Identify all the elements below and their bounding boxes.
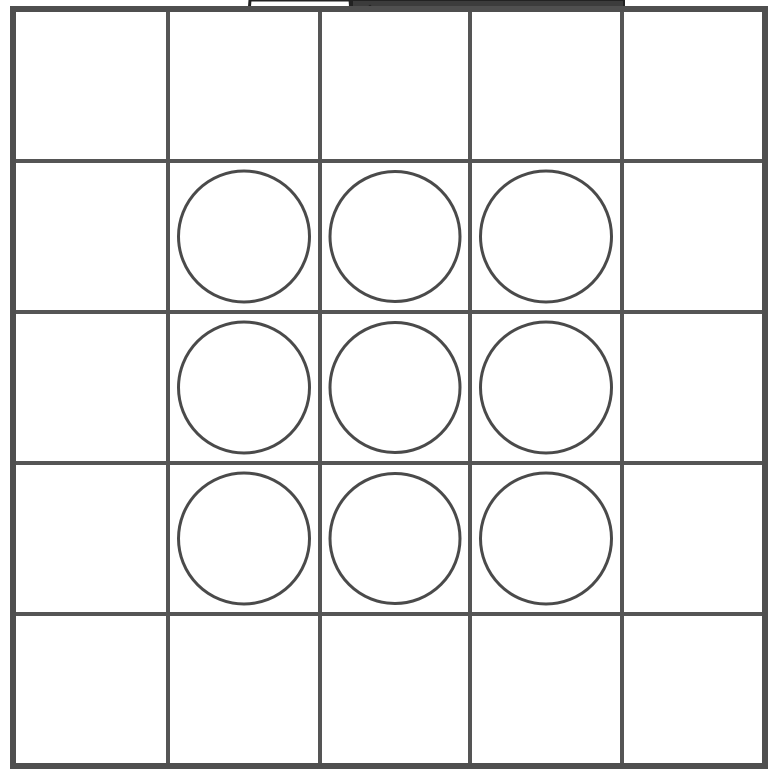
board-cell-r0-c1[interactable] xyxy=(168,9,320,161)
board-cell-r4-c1[interactable] xyxy=(168,614,320,766)
piece-circle-r2-c1[interactable] xyxy=(179,322,310,453)
board-cell-r0-c3[interactable] xyxy=(470,9,622,161)
board-cell-r1-c0[interactable] xyxy=(13,161,168,312)
piece-circle-r2-c2[interactable] xyxy=(330,323,460,453)
piece-circle-r3-c3[interactable] xyxy=(481,473,612,604)
board-cell-r0-c4[interactable] xyxy=(622,9,765,161)
piece-circle-r3-c1[interactable] xyxy=(179,473,310,604)
board-cell-r4-c0[interactable] xyxy=(13,614,168,766)
piece-circle-r1-c2[interactable] xyxy=(330,172,460,302)
board-cell-r1-c4[interactable] xyxy=(622,161,765,312)
board-cell-r4-c3[interactable] xyxy=(470,614,622,766)
board-cell-r4-c2[interactable] xyxy=(320,614,470,766)
board-cell-r2-c4[interactable] xyxy=(622,312,765,463)
board-cell-r3-c0[interactable] xyxy=(13,463,168,614)
board-cell-r4-c4[interactable] xyxy=(622,614,765,766)
board-pieces xyxy=(179,171,612,604)
piece-circle-r3-c2[interactable] xyxy=(330,474,460,604)
piece-circle-r2-c3[interactable] xyxy=(481,322,612,453)
board-cell-r3-c4[interactable] xyxy=(622,463,765,614)
piece-circle-r1-c1[interactable] xyxy=(179,171,310,302)
board-cell-r0-c2[interactable] xyxy=(320,9,470,161)
board-cell-r2-c0[interactable] xyxy=(13,312,168,463)
piece-circle-r1-c3[interactable] xyxy=(481,171,612,302)
board-cell-r0-c0[interactable] xyxy=(13,9,168,161)
